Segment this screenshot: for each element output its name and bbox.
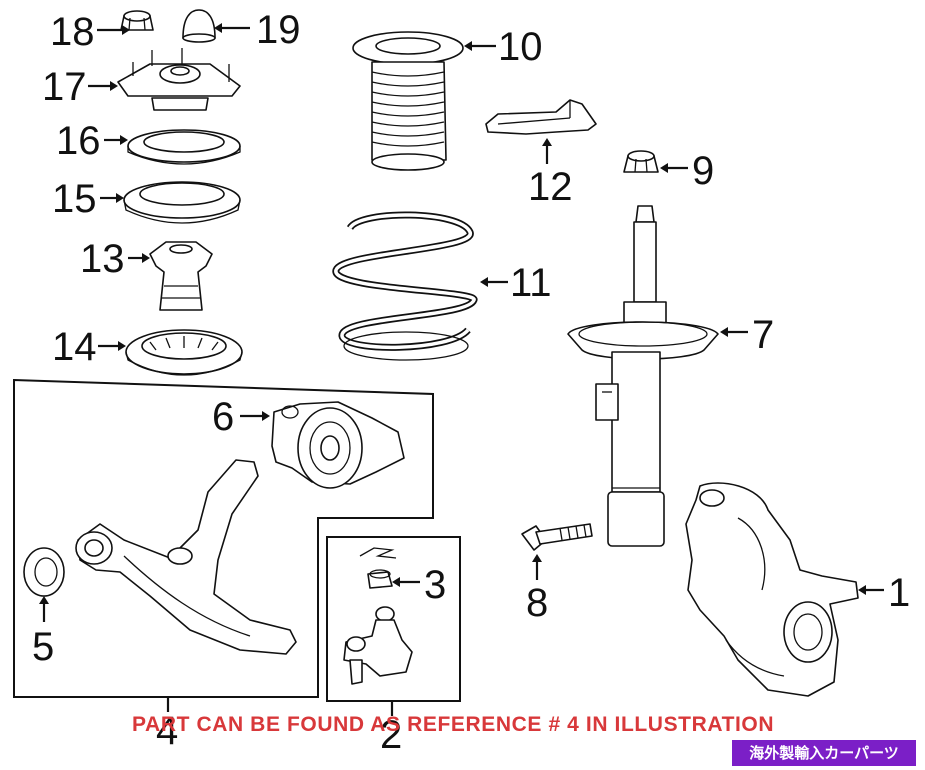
part-11-coil-spring: [332, 211, 478, 361]
part-8-bolt: [521, 523, 593, 551]
leader-lines: [39, 23, 884, 716]
callout-7: 7: [752, 313, 774, 357]
callout-8: 8: [526, 581, 548, 625]
callout-17: 17: [42, 65, 87, 109]
part-13-bump-stop: [149, 241, 213, 311]
callout-15: 15: [52, 177, 97, 221]
callout-16: 16: [56, 119, 101, 163]
callout-3: 3: [424, 563, 446, 607]
callout-19: 19: [256, 8, 301, 52]
part-16-bearing: [127, 129, 241, 165]
part-12-bracket: [485, 99, 597, 135]
part-6-bushing: [271, 401, 405, 489]
callout-numbers: 18 19 17 16 15 13 14 10 11 12 9 7 6 5 4 …: [32, 8, 910, 757]
callout-9: 9: [692, 149, 714, 193]
callout-1: 1: [888, 571, 910, 615]
part-19-cap: [182, 9, 216, 43]
callout-6: 6: [212, 395, 234, 439]
callout-2: 2: [380, 713, 402, 757]
callout-11: 11: [510, 261, 552, 305]
callout-18: 18: [50, 10, 95, 54]
part-14-lower-insulator: [125, 329, 243, 376]
part-9-nut: [623, 150, 659, 173]
part-10-dust-boot: [352, 31, 464, 171]
reference-notice: PART CAN BE FOUND AS REFERENCE # 4 IN IL…: [132, 713, 775, 736]
part-7-strut: [567, 205, 719, 547]
part-3-nut: [359, 547, 397, 589]
part-1-knuckle: [685, 482, 859, 697]
callout-13: 13: [80, 237, 125, 281]
callout-4: 4: [156, 709, 178, 753]
part-15-spring-seat: [123, 181, 241, 224]
part-5-seal: [23, 547, 65, 597]
callout-12: 12: [528, 165, 573, 209]
callout-10: 10: [498, 25, 543, 69]
import-parts-badge: 海外製輸入カーパーツ: [732, 740, 916, 766]
part-2-ball-joint: [343, 606, 413, 685]
callout-14: 14: [52, 325, 97, 369]
ball-joint-group-box: [326, 536, 461, 702]
callout-5: 5: [32, 625, 54, 669]
part-18-nut: [120, 10, 154, 31]
control-arm-group-box: [13, 378, 434, 698]
part-17-strut-mount: [117, 48, 241, 111]
part-4-control-arm: [75, 459, 297, 655]
